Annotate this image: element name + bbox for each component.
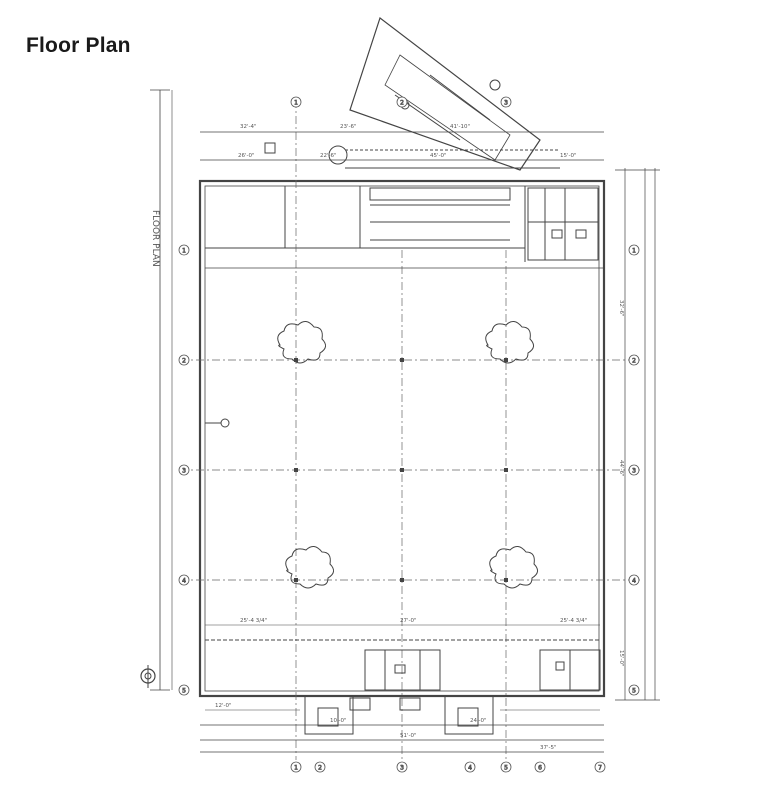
grid-bubble-left-label: 3 [182, 468, 186, 475]
grid-bubble-right-label: 4 [632, 578, 636, 585]
grid-bubble-left-label: 4 [182, 578, 186, 585]
grid-bubble-right-label: 5 [632, 688, 636, 695]
grid-bubble-bottom [290, 761, 302, 773]
grid-bubble-top [500, 96, 512, 108]
grid-bubble-right [628, 464, 640, 476]
grid-bubble-bottom-label: 7 [598, 765, 602, 772]
page-title: Floor Plan [26, 34, 131, 57]
inner-wall [204, 185, 600, 692]
grid-bubble-bottom [464, 761, 476, 773]
grid-bubble-top-label: 1 [294, 100, 298, 107]
restroom-block [527, 187, 599, 261]
grid-bubble-left [178, 244, 190, 256]
grid-bubble-bottom-label: 1 [294, 765, 298, 772]
dimension-text: 51'-0" [400, 733, 417, 739]
dimension-text: 22'-6" [320, 153, 337, 159]
grid-bubble-left [178, 464, 190, 476]
dimension-text: 25'-4 3/4" [240, 618, 267, 624]
grid-bubble-top [396, 96, 408, 108]
dimension-text: 12'-0" [215, 703, 232, 709]
revision-cloud [277, 321, 538, 589]
dimension-text: 32'-4" [240, 124, 257, 130]
grid-bubble-bottom [534, 761, 546, 773]
grid-bubble-right-label: 1 [632, 248, 636, 255]
angled-ramp [349, 17, 541, 171]
grid-bubble-top [290, 96, 302, 108]
plan-side-label: FLOOR PLAN [150, 210, 160, 267]
dimension-text: 41'-10" [450, 124, 470, 130]
grid-bubble-bottom [500, 761, 512, 773]
dimension-text: 44'-6" [618, 460, 624, 477]
grid-bubble-right [628, 684, 640, 696]
grid-bubble-left [178, 684, 190, 696]
dimension-text: 27'-0" [400, 618, 417, 624]
grid-bubble-right-label: 3 [632, 468, 636, 475]
grid-bubble-bottom-label: 4 [468, 765, 472, 772]
grid-bubble-right [628, 244, 640, 256]
grid-bubble-top-label: 3 [504, 100, 508, 107]
dimension-text: 10'-0" [330, 718, 347, 724]
grid-bubble-bottom-label: 2 [318, 765, 322, 772]
grid-bubble-bottom [314, 761, 326, 773]
outer-wall [198, 179, 606, 698]
grid-bubble-bottom [396, 761, 408, 773]
grid-bubble-left-label: 2 [182, 358, 186, 365]
south-room [364, 649, 441, 691]
dimension-text: 32'-6" [618, 300, 624, 317]
dimension-text: 15'-0" [560, 153, 577, 159]
dimension-text: 15'-0" [618, 650, 624, 667]
dimension-text: 45'-0" [430, 153, 447, 159]
grid-bubble-left-label: 5 [182, 688, 186, 695]
grid-bubble-right [628, 354, 640, 366]
grid-bubble-left [178, 574, 190, 586]
grid-bubble-bottom-label: 5 [504, 765, 508, 772]
stair-block [369, 187, 511, 201]
grid-bubble-left [178, 354, 190, 366]
grid-bubble-left-label: 1 [182, 248, 186, 255]
grid-bubble-bottom-label: 6 [538, 765, 542, 772]
dimension-text: 37'-5" [540, 745, 557, 751]
dimension-text: 23'-6" [340, 124, 357, 130]
grid-bubble-top-label: 2 [400, 100, 404, 107]
dimension-text: 26'-0" [238, 153, 255, 159]
dimension-text: 24'-0" [470, 718, 487, 724]
grid-bubble-bottom-label: 3 [400, 765, 404, 772]
grid-bubble-right [628, 574, 640, 586]
grid-bubble-bottom [594, 761, 606, 773]
dimension-text: 25'-4 3/4" [560, 618, 587, 624]
grid-bubble-right-label: 2 [632, 358, 636, 365]
